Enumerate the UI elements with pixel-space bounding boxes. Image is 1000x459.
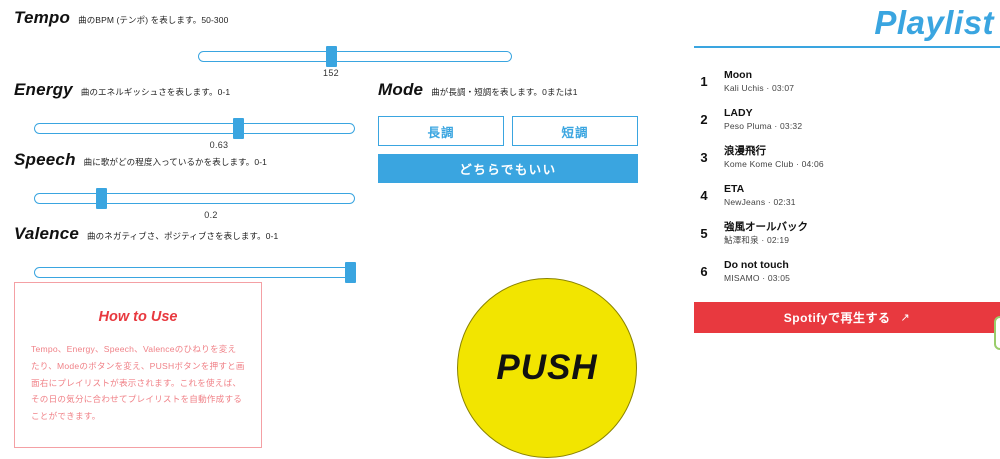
- track-title: ETA: [724, 182, 745, 195]
- track-meta: 鮎澤和泉 · 02:19: [724, 235, 790, 246]
- speech-label: Speech: [14, 150, 76, 169]
- tempo-slider[interactable]: 152: [198, 42, 512, 78]
- track-row[interactable]: 1 Moon Kali Uchis · 03:07: [694, 62, 1000, 100]
- track-title: Moon: [724, 68, 752, 81]
- energy-slider-thumb[interactable]: [233, 118, 244, 139]
- track-info: 強風オールバック 鮎澤和泉 · 02:19: [724, 221, 808, 246]
- speech-slider[interactable]: 0.2: [34, 184, 355, 220]
- speech-slider-value: 0.2: [204, 210, 218, 220]
- track-index: 2: [700, 111, 708, 127]
- track-info: Do not touch MISAMO · 03:05: [724, 259, 790, 284]
- energy-description: 曲のエネルギッシュさを表します。0-1: [80, 87, 231, 97]
- track-title: Do not touch: [724, 258, 789, 271]
- valence-control: Valence 曲のネガティブさ、ポジティブさを表します。0-1 1: [14, 224, 359, 294]
- tempo-slider-thumb[interactable]: [326, 46, 337, 67]
- speech-slider-track[interactable]: [34, 193, 355, 204]
- energy-slider-track[interactable]: [34, 123, 355, 134]
- playlist-panel: Playlist 1 Moon Kali Uchis · 03:07 2 LAD…: [694, 0, 1000, 459]
- how-to-use-body: Tempo、Energy、Speech、Valenceのひねりを変えたり、Mod…: [31, 344, 245, 421]
- mode-major-button[interactable]: 長調: [378, 116, 504, 146]
- energy-heading: Energy 曲のエネルギッシュさを表します。0-1: [14, 80, 359, 100]
- external-link-icon: ↗: [900, 312, 911, 324]
- playlist-track-list: 1 Moon Kali Uchis · 03:07 2 LADY Peso Pl…: [694, 62, 1000, 290]
- tempo-label: Tempo: [14, 8, 71, 27]
- spotify-play-button[interactable]: Spotifyで再生する ↗: [694, 302, 1000, 333]
- track-meta: Peso Pluma · 03:32: [724, 121, 803, 132]
- push-button[interactable]: PUSH: [457, 278, 637, 458]
- tempo-description: 曲のBPM (テンポ) を表します。50-300: [78, 15, 229, 25]
- valence-slider-thumb[interactable]: [345, 262, 356, 283]
- mode-button-row: 長調 短調: [378, 116, 638, 146]
- playlist-divider: [694, 46, 1000, 48]
- track-info: ETA NewJeans · 02:31: [724, 183, 796, 208]
- tempo-heading: Tempo 曲のBPM (テンポ) を表します。50-300: [14, 8, 514, 28]
- track-index: 3: [700, 149, 708, 165]
- energy-slider[interactable]: 0.63: [34, 114, 355, 150]
- track-index: 4: [700, 187, 708, 203]
- track-info: 浪漫飛行 Kome Kome Club · 04:06: [724, 145, 824, 170]
- mode-label: Mode: [378, 80, 424, 99]
- track-row[interactable]: 5 強風オールバック 鮎澤和泉 · 02:19: [694, 214, 1000, 252]
- track-title: 浪漫飛行: [724, 144, 766, 157]
- green-edge-element[interactable]: [994, 316, 1000, 350]
- track-meta: MISAMO · 03:05: [724, 273, 791, 284]
- mode-description: 曲が長調・短調を表します。0または1: [431, 87, 578, 97]
- track-title: LADY: [724, 106, 753, 119]
- valence-heading: Valence 曲のネガティブさ、ポジティブさを表します。0-1: [14, 224, 359, 244]
- mode-control: Mode 曲が長調・短調を表します。0または1 長調 短調 どちらでもいい: [378, 80, 638, 183]
- tempo-control: Tempo 曲のBPM (テンポ) を表します。50-300 152: [14, 8, 514, 78]
- energy-slider-value: 0.63: [209, 140, 229, 150]
- how-to-use-box: How to Use Tempo、Energy、Speech、Valenceのひ…: [14, 282, 262, 448]
- spotify-play-label: Spotifyで再生する: [783, 311, 891, 325]
- energy-label: Energy: [14, 80, 73, 99]
- track-info: LADY Peso Pluma · 03:32: [724, 107, 802, 132]
- valence-slider-track[interactable]: [34, 267, 355, 278]
- mode-either-button[interactable]: どちらでもいい: [378, 154, 638, 183]
- mode-heading: Mode 曲が長調・短調を表します。0または1: [378, 80, 638, 100]
- track-meta: NewJeans · 02:31: [724, 197, 796, 208]
- track-index: 5: [700, 225, 708, 241]
- track-info: Moon Kali Uchis · 03:07: [724, 69, 794, 94]
- speech-description: 曲に歌がどの程度入っているかを表します。0-1: [83, 157, 267, 167]
- energy-control: Energy 曲のエネルギッシュさを表します。0-1 0.63: [14, 80, 359, 150]
- speech-heading: Speech 曲に歌がどの程度入っているかを表します。0-1: [14, 150, 359, 170]
- track-index: 1: [700, 73, 708, 89]
- track-meta: Kali Uchis · 03:07: [724, 83, 795, 94]
- how-to-use-title: How to Use: [98, 309, 178, 325]
- track-index: 6: [700, 263, 708, 279]
- track-meta: Kome Kome Club · 04:06: [724, 159, 824, 170]
- tempo-slider-track[interactable]: [198, 51, 512, 62]
- push-button-label: PUSH: [496, 348, 598, 387]
- playlist-title: Playlist: [874, 4, 994, 41]
- speech-slider-thumb[interactable]: [96, 188, 107, 209]
- track-row[interactable]: 6 Do not touch MISAMO · 03:05: [694, 252, 1000, 290]
- track-row[interactable]: 4 ETA NewJeans · 02:31: [694, 176, 1000, 214]
- valence-label: Valence: [14, 224, 80, 243]
- track-title: 強風オールバック: [724, 220, 808, 233]
- speech-control: Speech 曲に歌がどの程度入っているかを表します。0-1 0.2: [14, 150, 359, 220]
- valence-description: 曲のネガティブさ、ポジティブさを表します。0-1: [87, 231, 279, 241]
- mode-minor-button[interactable]: 短調: [512, 116, 638, 146]
- track-row[interactable]: 2 LADY Peso Pluma · 03:32: [694, 100, 1000, 138]
- tempo-slider-value: 152: [323, 68, 339, 78]
- track-row[interactable]: 3 浪漫飛行 Kome Kome Club · 04:06: [694, 138, 1000, 176]
